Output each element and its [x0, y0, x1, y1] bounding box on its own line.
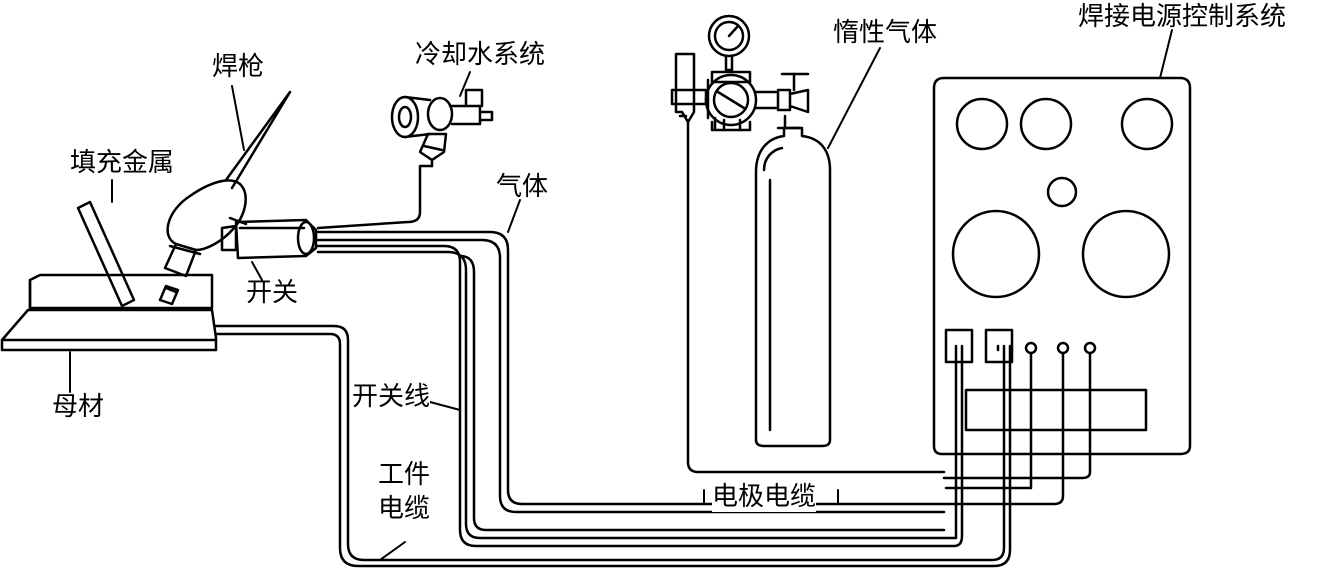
base-metal: [0, 273, 218, 352]
label-inert-gas: 惰性气体: [833, 18, 938, 48]
label-switch-wire: 开关线: [352, 382, 431, 412]
power-control-cabinet: [932, 76, 1192, 456]
filler-metal-rod: [76, 200, 136, 308]
label-work-cable-line1: 工件: [378, 460, 431, 490]
label-welding-gun: 焊枪: [212, 52, 265, 82]
cooling-water-unit: [316, 88, 494, 230]
label-filler-metal: 填充金属: [70, 148, 175, 178]
label-base-metal: 母材: [52, 392, 105, 422]
label-gas: 气体: [496, 172, 549, 202]
inert-gas-cylinder: [754, 126, 832, 448]
label-switch: 开关: [246, 278, 299, 308]
label-cooling-water: 冷却水系统: [415, 40, 546, 70]
label-power-control: 焊接电源控制系统: [1078, 2, 1287, 32]
leader-lines: [69, 29, 1173, 561]
label-electrode-cable: 电极电缆: [712, 482, 817, 512]
cables: [214, 120, 1092, 568]
welding-torch: [158, 90, 318, 306]
label-work-cable-line2: 电缆: [378, 494, 431, 524]
gas-regulator: [670, 14, 810, 132]
